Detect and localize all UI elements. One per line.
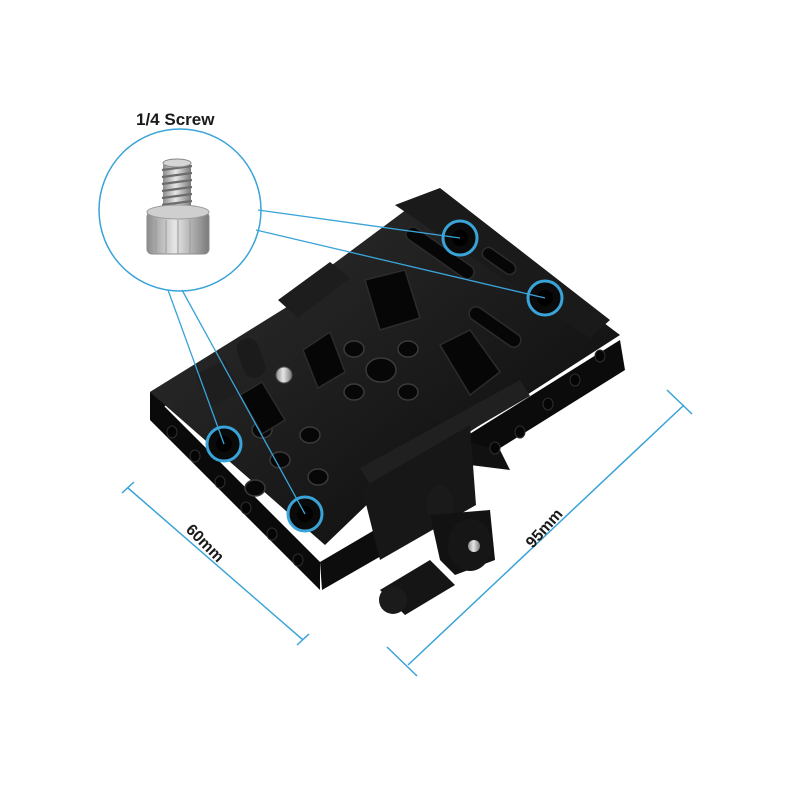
screw-label: 1/4 Screw	[136, 110, 215, 129]
quarter-inch-screw-icon	[146, 158, 210, 255]
screw-callout	[98, 128, 546, 515]
locking-knob	[379, 485, 495, 615]
rod-post	[236, 338, 293, 384]
length-dimension-line	[386, 389, 693, 677]
width-dimension-line	[121, 481, 310, 646]
